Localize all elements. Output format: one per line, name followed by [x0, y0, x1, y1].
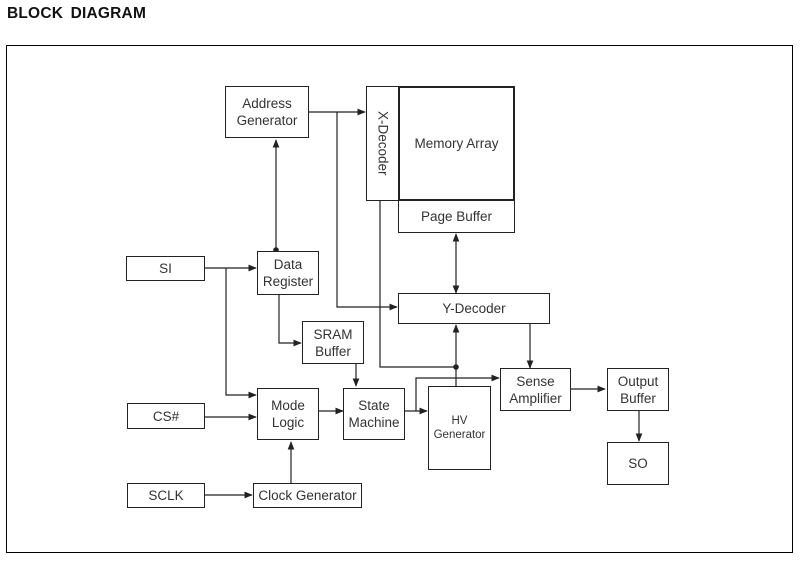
state-machine-block: State Machine: [343, 388, 405, 440]
si-label: SI: [159, 261, 172, 276]
clock-generator-block: Clock Generator: [253, 483, 362, 508]
y-decoder-label: Y-Decoder: [442, 301, 506, 316]
output-buffer-label: Output Buffer: [617, 373, 659, 406]
wire-si-modelogic: [225, 268, 257, 399]
diagram-frame: [6, 45, 793, 553]
page-buffer-label: Page Buffer: [420, 209, 493, 224]
wire-statemachine-senseamp: [415, 374, 500, 411]
hv-generator-block: HV Generator: [428, 386, 491, 470]
x-decoder-block: X-Decoder: [366, 86, 400, 201]
wire-addrgen-ydecoder: [336, 112, 398, 311]
page-buffer-block: Page Buffer: [398, 200, 515, 233]
memory-array-label: Memory Array: [414, 136, 499, 151]
wire-xdecoder-junction: [379, 200, 456, 368]
so-label: SO: [628, 456, 648, 471]
sclk-label: SCLK: [148, 488, 184, 503]
x-decoder-label: X-Decoder: [375, 111, 391, 176]
hv-generator-label: HV Generator: [433, 415, 486, 441]
address-generator-block: Address Generator: [225, 86, 309, 138]
sense-amplifier-block: Sense Amplifier: [500, 368, 571, 411]
sram-buffer-label: SRAM Buffer: [313, 326, 353, 359]
cs-input-block: CS#: [127, 403, 205, 429]
data-register-label: Data Register: [262, 257, 314, 289]
si-input-block: SI: [126, 256, 205, 281]
sense-amplifier-label: Sense Amplifier: [509, 373, 562, 406]
wire-datareg-sram: [278, 295, 302, 347]
y-decoder-block: Y-Decoder: [398, 293, 550, 324]
clock-generator-label: Clock Generator: [258, 488, 357, 503]
memory-array-block: Memory Array: [398, 86, 515, 201]
output-buffer-block: Output Buffer: [607, 368, 669, 411]
data-register-block: Data Register: [257, 251, 319, 295]
junction-dot-hv: [453, 364, 459, 370]
so-output-block: SO: [607, 442, 669, 485]
cs-label: CS#: [152, 408, 180, 424]
sclk-input-block: SCLK: [127, 483, 205, 508]
sram-buffer-block: SRAM Buffer: [302, 321, 364, 364]
mode-logic-label: Mode Logic: [271, 398, 305, 430]
address-generator-label: Address Generator: [236, 96, 298, 128]
diagram-title: BLOCK DIAGRAM: [7, 5, 147, 22]
mode-logic-block: Mode Logic: [257, 388, 319, 440]
state-machine-label: State Machine: [348, 398, 400, 430]
